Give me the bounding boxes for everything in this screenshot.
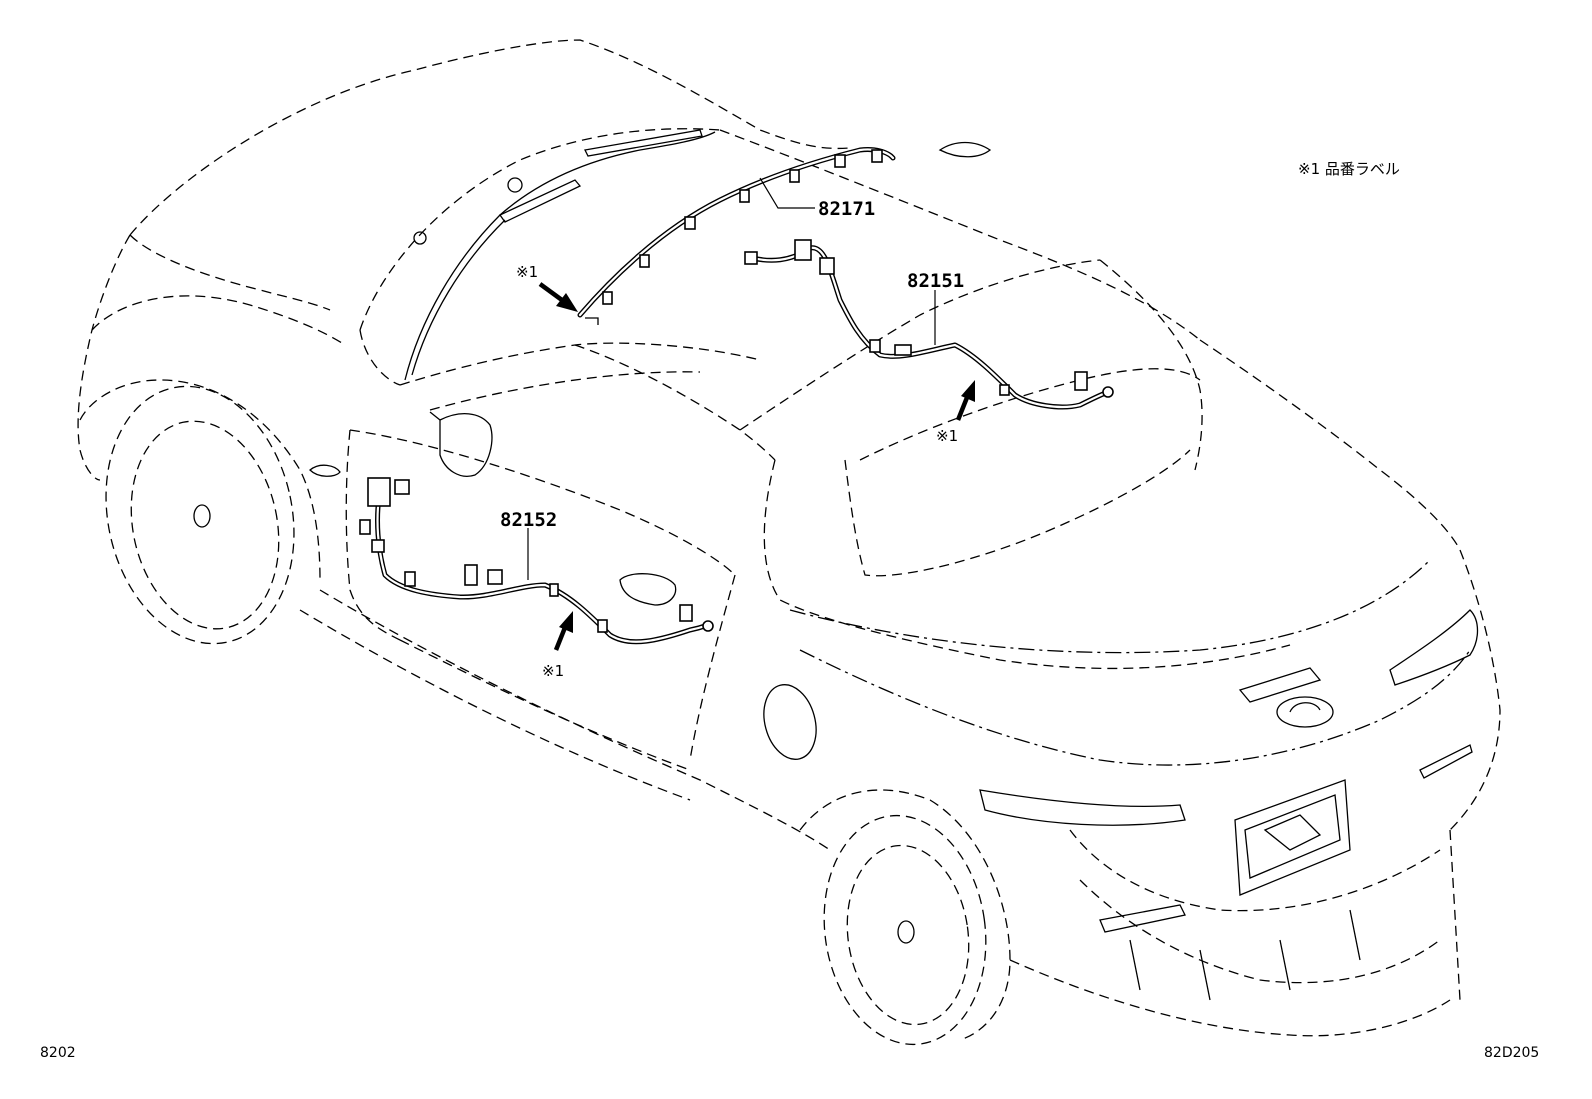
- rear-harness-82151: [744, 239, 1114, 410]
- roof-harness-82171: [577, 147, 896, 325]
- label-arrow-2: [955, 380, 975, 421]
- callout-leaders: [527, 177, 936, 580]
- car-body-outline: [77, 39, 1501, 1046]
- rear-harness-part-number: 82151: [907, 270, 964, 292]
- legend-note: ※1 品番ラベル: [1298, 160, 1400, 178]
- footer-right-code: 82D205: [1484, 1045, 1539, 1061]
- door-harness-part-number: 82152: [500, 509, 557, 531]
- footer-left-code: 8202: [40, 1045, 76, 1061]
- roof-harness-part-number: 82171: [818, 198, 875, 220]
- label-mark-door: ※1: [542, 662, 564, 680]
- label-mark-rear: ※1: [936, 427, 958, 445]
- door-harness-82152: [359, 477, 714, 645]
- label-arrow-1: [538, 282, 578, 312]
- label-mark-roof: ※1: [516, 263, 538, 281]
- label-arrow-3: [553, 611, 573, 651]
